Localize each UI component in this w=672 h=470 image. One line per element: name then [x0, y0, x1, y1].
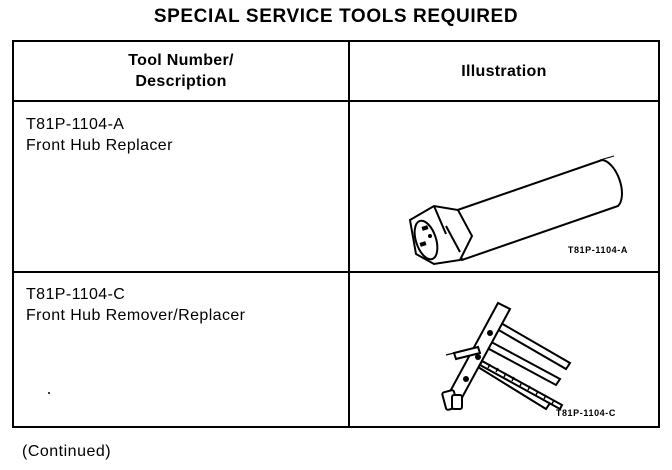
- header-tool-number-label: Tool Number/: [128, 52, 234, 69]
- table-row-2-description: T81P-1104-C Front Hub Remover/Replacer: [26, 284, 245, 326]
- row-divider: [14, 271, 658, 273]
- continued-note: (Continued): [22, 443, 112, 460]
- front-hub-remover-replacer-tool-icon: [441, 301, 572, 411]
- scan-artifact-dot: [48, 392, 50, 394]
- header-description-label: Description: [135, 73, 227, 90]
- tool-description: Front Hub Replacer: [26, 137, 173, 154]
- column-divider: [348, 42, 350, 426]
- illustration-caption: T81P-1104-C: [555, 408, 616, 418]
- tool-number: T81P-1104-A: [26, 116, 125, 133]
- header-row-divider: [14, 100, 658, 102]
- header-illustration-label: Illustration: [461, 62, 547, 80]
- tool-number: T81P-1104-C: [26, 286, 126, 303]
- front-hub-replacer-tool-icon: [408, 155, 623, 266]
- page-title: SPECIAL SERVICE TOOLS REQUIRED: [153, 6, 519, 27]
- table-row-2-illustration: T81P-1104-C: [350, 273, 658, 426]
- table-row-1-description: T81P-1104-A Front Hub Replacer: [26, 114, 173, 156]
- special-tools-table: Tool Number/ Description Illustration T8…: [12, 40, 660, 428]
- header-illustration: Illustration: [350, 42, 658, 100]
- table-row-1-illustration: T81P-1104-A: [350, 102, 658, 271]
- tool-description: Front Hub Remover/Replacer: [26, 307, 246, 324]
- header-tool-number-description: Tool Number/ Description: [14, 42, 348, 100]
- illustration-caption: T81P-1104-A: [567, 245, 628, 255]
